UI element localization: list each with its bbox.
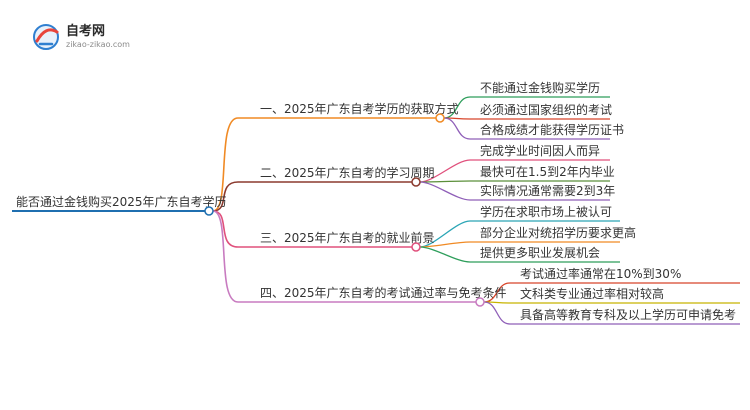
leaf-connector — [419, 180, 471, 183]
leaf-label: 完成学业时间因人而异 — [480, 143, 600, 158]
root-label: 能否通过金钱购买2025年广东自考学历 — [16, 194, 227, 209]
leaf-label: 具备高等教育专科及以上学历可申请免考 — [520, 307, 736, 322]
leaf-label: 实际情况通常需要2到3年 — [480, 183, 615, 198]
leaf-label: 学历在求职市场上被认可 — [480, 204, 612, 219]
branch-node-dot[interactable] — [435, 113, 445, 123]
leaf-label: 考试通过率通常在10%到30% — [520, 266, 681, 281]
branch-label: 三、2025年广东自考的就业前景 — [260, 230, 435, 245]
leaf-connector — [419, 181, 471, 201]
logo: 自考网 zikao-zikao.com — [33, 23, 130, 50]
branch-connector — [212, 210, 239, 248]
branch-connector — [212, 181, 239, 212]
leaf-label: 部分企业对统招学历要求更高 — [480, 225, 636, 240]
logo-subtitle: zikao-zikao.com — [66, 40, 130, 49]
branch-label: 四、2025年广东自考的考试通过率与免考条件 — [260, 285, 507, 300]
leaf-label: 文科类专业通过率相对较高 — [520, 286, 664, 301]
branch-node-dot[interactable] — [411, 177, 421, 187]
branch-connector — [212, 117, 239, 212]
leaf-label: 不能通过金钱购买学历 — [480, 80, 600, 95]
leaf-label: 合格成绩才能获得学历证书 — [480, 122, 624, 137]
logo-title: 自考网 — [66, 23, 105, 39]
leaf-connector — [483, 301, 511, 325]
mind-map-edges — [12, 96, 740, 325]
leaf-connector — [443, 117, 471, 140]
logo-icon — [33, 24, 59, 50]
branch-connector — [212, 210, 239, 303]
branch-node-dot[interactable] — [411, 242, 421, 252]
leaf-connector — [419, 246, 471, 263]
branch-label: 二、2025年广东自考的学习周期 — [260, 165, 435, 180]
mind-map-nodes: 能否通过金钱购买2025年广东自考学历 一、2025年广东自考学历的获取方式 不能通… — [16, 80, 736, 322]
leaf-label: 提供更多职业发展机会 — [480, 245, 600, 260]
root-node-dot[interactable] — [204, 206, 214, 216]
leaf-label: 最快可在1.5到2年内毕业 — [480, 165, 615, 179]
leaf-label: 必须通过国家组织的考试 — [480, 102, 612, 117]
branch-label: 一、2025年广东自考学历的获取方式 — [260, 101, 459, 116]
branch-node-dot[interactable] — [475, 297, 485, 307]
